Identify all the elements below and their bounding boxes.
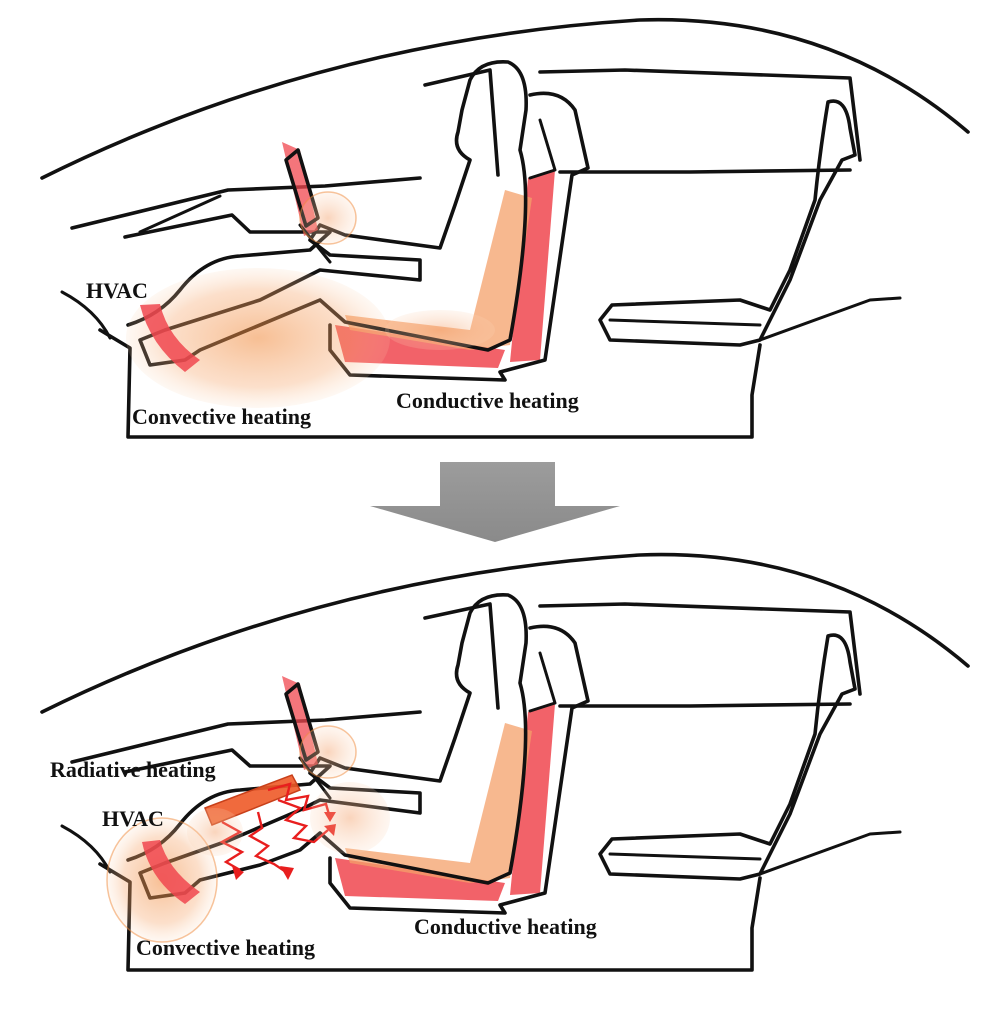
bottom-dash-top <box>70 710 422 764</box>
top-firewall <box>60 290 112 340</box>
radiation-wave-2 <box>247 811 287 873</box>
bottom-shins-glow <box>187 808 243 856</box>
top-hands-glow <box>299 191 357 245</box>
bottom-label-conductive: Conductive heating <box>414 914 597 939</box>
bottom-beltline <box>558 702 852 708</box>
top-front-seat <box>328 91 590 382</box>
bottom-car-scene <box>40 552 970 972</box>
bottom-door-frame <box>538 602 862 696</box>
bottom-front-seat <box>328 624 590 915</box>
top-label-conductive: Conductive heating <box>396 388 579 413</box>
radiation-arrowhead-2 <box>280 866 294 880</box>
top-car-scene <box>40 17 970 439</box>
bottom-rear-cushion-line <box>608 852 762 861</box>
bottom-hvac-airflow <box>142 840 200 904</box>
top-door-frame <box>538 68 862 162</box>
bottom-b-pillar <box>423 602 500 710</box>
bottom-rear-floor-step <box>758 830 902 876</box>
top-thigh-glow <box>385 310 495 350</box>
top-dash-top <box>70 176 422 230</box>
bottom-seat-heated-base <box>335 858 505 901</box>
top-legs-convective-glow <box>126 268 390 408</box>
top-beltline <box>558 168 852 174</box>
bottom-seat-heated-back <box>510 704 555 895</box>
top-driver <box>138 60 528 367</box>
bottom-label-hvac: HVAC <box>102 806 164 831</box>
top-body-heat <box>345 190 532 350</box>
top-rear-cushion-line <box>608 318 762 327</box>
top-car-roof <box>40 17 970 180</box>
transition-arrow <box>370 462 620 542</box>
bottom-car-roof <box>40 552 970 714</box>
bottom-hands-glow <box>299 725 357 779</box>
top-rear-floor-step <box>758 296 902 342</box>
top-label-hvac: HVAC <box>86 278 148 303</box>
radiation-arrowhead-1 <box>232 866 244 880</box>
bottom-driver <box>138 593 528 900</box>
bottom-rear-seat <box>598 633 857 881</box>
bottom-label-convective: Convective heating <box>136 935 315 960</box>
bottom-firewall <box>60 824 112 874</box>
bottom-label-radiative: Radiative heating <box>50 757 216 782</box>
top-rear-seat <box>598 99 857 347</box>
bottom-front-seat-inner <box>528 651 557 713</box>
top-front-seat-inner <box>528 118 557 180</box>
top-seat-heated-back <box>510 170 555 362</box>
top-b-pillar <box>423 68 500 177</box>
bottom-knees-glow <box>310 782 390 854</box>
top-windshield-lower <box>138 194 222 234</box>
top-floor <box>98 328 762 439</box>
bottom-body-heat <box>345 723 532 883</box>
top-label-convective: Convective heating <box>132 404 311 429</box>
radiation-wave-3 <box>277 798 329 844</box>
top-hvac-airflow <box>140 304 200 372</box>
